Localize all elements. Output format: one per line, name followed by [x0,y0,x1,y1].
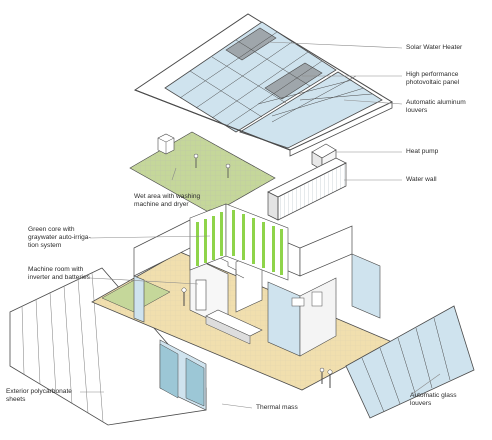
roof [133,13,394,157]
vertical-garden [196,210,283,275]
label-glass-louvers: Automatic glass louvers [410,392,457,407]
person-figure [181,287,187,293]
label-heat-pump: Heat pump [406,148,439,155]
roof-eave [134,89,291,151]
label-exterior-polycarbonate-sheets: Exterior polycarbonate sheets [6,388,72,403]
label-solar-water-heater: Solar Water Heater [406,44,463,51]
person-figure [193,153,199,159]
water-wall [267,157,347,221]
automatic-glass-louvers [345,305,475,419]
green-core [189,203,289,281]
label-wet-area: Wet area with washing machine and dryer [134,193,201,208]
leader-lines [80,41,441,409]
wet-area-deck [129,131,276,215]
machine-room-equipment [195,279,207,311]
person-figure [225,163,231,169]
label-machine-room: Machine room with inverter and batteries [28,266,90,281]
person-figure [319,367,325,373]
roof-edge [289,102,393,157]
label-pv-panel: High performance photovoltaic panel [406,71,460,86]
person-figure [327,369,333,375]
stair [219,257,245,279]
label-aluminum-louvers: Automatic aluminum louvers [406,99,466,114]
roof-panel-grid [179,31,373,127]
label-water-wall: Water wall [406,176,437,183]
label-green-core: Green core with graywater auto-irriga- t… [28,226,91,249]
label-thermal-mass: Thermal mass [256,404,298,411]
bathroom-fixture [311,291,323,307]
roof-north-pv-array [164,21,337,133]
solar-water-heater-panels [225,27,277,61]
bathroom-fixture [291,297,305,307]
exterior-polycarbonate-sheets [9,267,207,426]
